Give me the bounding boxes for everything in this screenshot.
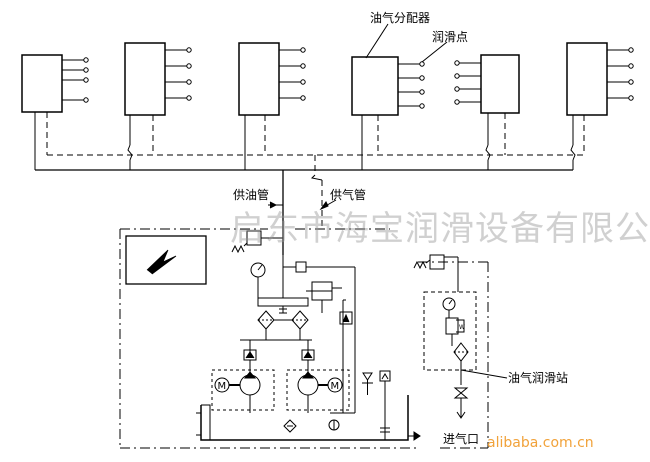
company-watermark: 启东市海宝润滑设备有限公司 <box>230 209 650 249</box>
system-boundary <box>119 228 489 449</box>
motor-right: M <box>327 377 343 393</box>
oil-tank <box>196 299 409 441</box>
lube-point-label: 润滑点 <box>432 30 469 44</box>
svg-text:M: M <box>331 381 340 392</box>
air-supply-header <box>46 112 585 226</box>
distributor-4 <box>351 56 425 116</box>
station-label: 油气润滑站 <box>508 371 569 385</box>
air-filter <box>453 342 469 362</box>
check-valve-right <box>301 349 315 361</box>
filter-right <box>291 310 309 330</box>
svg-text:W: W <box>459 324 465 331</box>
pressure-switch-oil <box>231 230 283 254</box>
temperature-sensor <box>328 419 340 431</box>
distributor-6 <box>566 42 634 116</box>
distributor-label: 油气分配器 <box>370 11 431 25</box>
filter-left <box>257 310 275 330</box>
motor-left: M <box>214 377 230 393</box>
oil-supply-header <box>34 112 576 255</box>
air-inlet-label: 进气口 <box>443 432 480 446</box>
pressure-gauge-main <box>250 262 266 298</box>
check-valve-left <box>243 349 257 361</box>
electric-control-box <box>125 235 207 285</box>
pump-left <box>229 371 261 413</box>
oil-air-station: W <box>423 262 477 385</box>
alibaba-brand-watermark: alibaba.com.cn <box>487 435 594 451</box>
oil-supply-pipe-label: 供油管 <box>233 188 270 202</box>
pressure-gauge-station <box>442 297 456 311</box>
level-indicator <box>283 419 297 433</box>
distributor-2 <box>124 42 192 116</box>
air-inlet-valve <box>453 387 469 419</box>
pressure-switch-air <box>413 254 459 270</box>
distributor-1 <box>21 54 89 113</box>
liquid-level-gauge <box>379 370 391 440</box>
level-switch <box>362 372 373 395</box>
solenoid-valve <box>306 281 342 313</box>
distributor-3 <box>238 42 306 116</box>
svg-text:M: M <box>218 381 227 392</box>
distributor-5 <box>454 54 520 114</box>
pump-right <box>297 371 328 413</box>
air-supply-pipe-label: 供气管 <box>330 188 367 202</box>
